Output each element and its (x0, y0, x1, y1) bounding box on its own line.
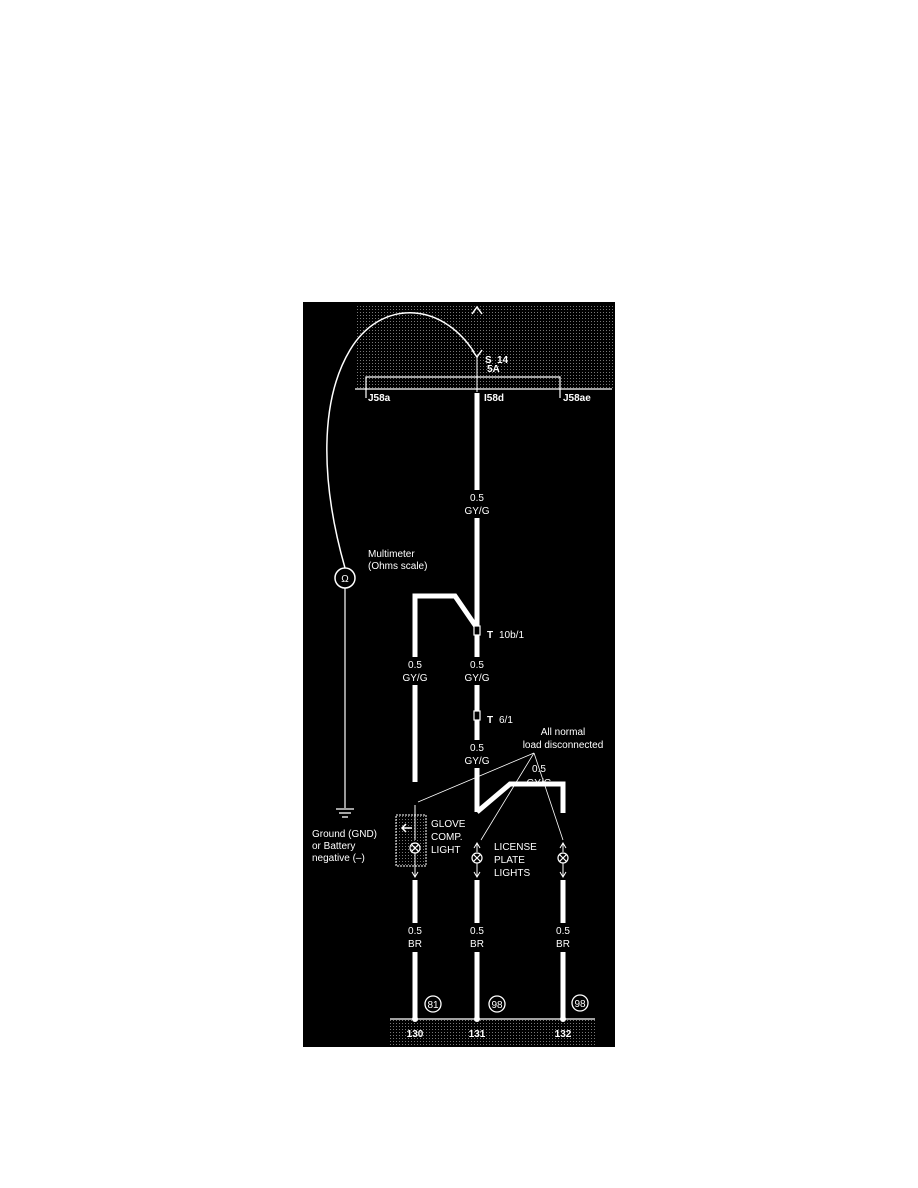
fuse-s14: S 14 5A (471, 305, 509, 392)
license-lamp-2-icon (557, 842, 569, 878)
license-label-3: LIGHTS (494, 868, 530, 879)
ground-label-3: negative (–) (312, 853, 365, 864)
ground-point: 131 (469, 1029, 486, 1040)
wire-size: 0.5 (556, 926, 570, 937)
ground-icon (336, 808, 354, 818)
ground-point: 132 (555, 1029, 572, 1040)
fuse-panel-shade (355, 305, 613, 389)
terminal-i58d: I58d (484, 393, 504, 404)
wire-size: 0.5 (470, 493, 484, 504)
connector-letter: T (487, 630, 493, 641)
junction-dot (474, 1016, 480, 1022)
wire-size: 0.5 (470, 926, 484, 937)
connector-t10b-icon (473, 625, 481, 636)
ground-ref-circle (571, 994, 589, 1012)
note-pointers (417, 752, 564, 841)
connector-letter: T (487, 715, 493, 726)
ground-ref: 98 (574, 999, 586, 1010)
wire-color: GY/G (464, 756, 489, 767)
wire-color: BR (556, 939, 570, 950)
note-line-1: All normal (541, 727, 585, 738)
junction-dot (412, 1016, 418, 1022)
wire-color: BR (408, 939, 422, 950)
wire-size: 0.5 (408, 660, 422, 671)
switch-icon (400, 823, 412, 833)
connector-t6-icon (473, 710, 481, 721)
terminal-j58a: J58a (368, 393, 391, 404)
junction-dot (560, 1016, 566, 1022)
ground-ref-circle (488, 995, 506, 1013)
wire-color: GY/G (402, 673, 427, 684)
license-lamp-1-icon (471, 842, 483, 878)
ground-label-2: or Battery (312, 841, 355, 852)
ground-ref-circle (424, 995, 442, 1013)
ohm-symbol: Ω (341, 574, 349, 585)
multimeter-scale-label: (Ohms scale) (368, 561, 427, 572)
wire-gy-g-left (412, 593, 480, 657)
connector-id: 10b/1 (499, 630, 524, 641)
license-label-1: LICENSE (494, 842, 537, 853)
ground-point: 130 (407, 1029, 424, 1040)
ground-bus-shade (390, 1020, 595, 1045)
ground-ref: 98 (491, 1000, 503, 1011)
terminal-bracket (365, 376, 561, 398)
wire-color: GY/G (464, 673, 489, 684)
glove-label-2: COMP. (431, 832, 463, 843)
ground-ref: 81 (427, 1000, 439, 1011)
fuse-number: 14 (497, 355, 509, 366)
multimeter-label: Multimeter (368, 549, 415, 560)
fuse-name: S (485, 355, 492, 366)
fuse-rating: 5A (487, 364, 500, 375)
wire-color: BR (470, 939, 484, 950)
wires-br (412, 880, 566, 1019)
multimeter-probe-lead (326, 312, 475, 569)
terminal-j58ae: J58ae (563, 393, 591, 404)
glove-comp-light-box (395, 814, 427, 867)
glove-label-3: LIGHT (431, 845, 460, 856)
wire-color: GY/G (464, 506, 489, 517)
wire-size: 0.5 (470, 660, 484, 671)
note-line-2: load disconnected (523, 740, 604, 751)
ground-label-1: Ground (GND) (312, 829, 377, 840)
wire-size: 0.5 (470, 743, 484, 754)
glove-label-1: GLOVE (431, 819, 466, 830)
connector-id: 6/1 (499, 715, 513, 726)
wire-color: GY/G (526, 778, 551, 789)
wire-size: 0.5 (408, 926, 422, 937)
license-label-2: PLATE (494, 855, 525, 866)
